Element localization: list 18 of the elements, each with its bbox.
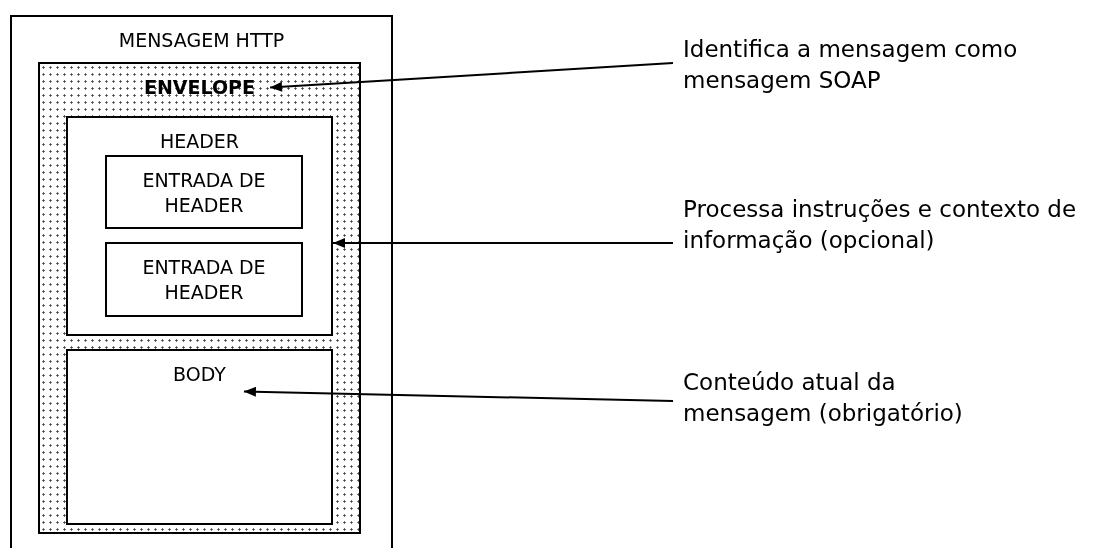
body-box — [66, 349, 333, 525]
box-label: ENTRADA DE HEADER — [141, 255, 267, 305]
entry-box — [105, 155, 303, 229]
entry-box — [105, 242, 303, 317]
header-box — [66, 116, 333, 336]
annotation-text: Conteúdo atual da mensagem (obrigatório) — [683, 367, 1023, 431]
outer-box — [10, 15, 393, 548]
envelope-box — [38, 62, 361, 534]
box-label: HEADER — [159, 129, 240, 154]
arrow — [269, 62, 674, 92]
box-label: BODY — [173, 362, 226, 387]
annotation-text: Processa instruções e contexto de informação (opcional) — [683, 194, 1097, 258]
arrow — [242, 386, 674, 402]
box-label: ENTRADA DE HEADER — [141, 168, 267, 218]
box-label: MENSAGEM HTTP — [118, 28, 285, 53]
arrow — [332, 238, 674, 248]
annotation-text: Identifica a mensagem como mensagem SOAP — [683, 34, 1097, 98]
box-label: ENVELOPE — [143, 75, 256, 100]
